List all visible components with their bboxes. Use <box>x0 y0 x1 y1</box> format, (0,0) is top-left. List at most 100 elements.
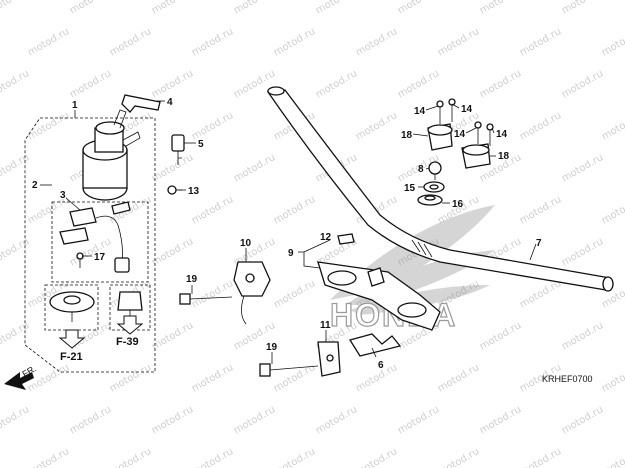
watermark-text: motod.ru <box>354 362 399 394</box>
callout-14d: 14 <box>496 129 508 140</box>
watermark-text: motod.ru <box>190 26 235 58</box>
watermark-text: motod.ru <box>68 68 113 100</box>
watermark-text: motod.ru <box>518 194 563 226</box>
callout-16: 16 <box>452 199 464 210</box>
cover-part-f21 <box>49 291 95 322</box>
watermark-text: motod.ru <box>600 110 625 142</box>
watermark-text: motod.ru <box>314 0 359 17</box>
callout-14b: 14 <box>461 104 473 115</box>
watermark-text: motod.ru <box>108 26 153 58</box>
watermark-text: motod.ru <box>600 362 625 394</box>
ref-arrow-f21 <box>58 329 86 349</box>
watermark-text: motod.ru <box>0 0 31 17</box>
watermark-text: motod.ru <box>150 152 195 184</box>
watermark-text: motod.ru <box>272 26 317 58</box>
bracket-4 <box>121 94 161 113</box>
harness-3 <box>59 201 131 273</box>
callout-8: 8 <box>418 164 424 175</box>
watermark-text: motod.ru <box>26 26 71 58</box>
watermark-text: motod.ru <box>26 446 71 468</box>
bolts-14 <box>436 98 494 146</box>
watermark-text: motod.ru <box>396 404 441 436</box>
nut-8 <box>428 161 442 180</box>
watermark-text: motod.ru <box>600 446 625 468</box>
ref-box-f21 <box>44 284 99 331</box>
callout-18b: 18 <box>498 151 510 162</box>
watermark-text: motod.ru <box>560 152 605 184</box>
ref-arrow-f39 <box>116 315 144 335</box>
watermark-text: motod.ru <box>600 26 625 58</box>
watermark-text: motod.ru <box>190 362 235 394</box>
watermark-text: motod.ru <box>354 26 399 58</box>
watermark-text: motod.ru <box>0 320 31 352</box>
bracket-10 <box>233 261 271 325</box>
ref-label-f39: F-39 <box>116 336 139 348</box>
watermark-text: motod.ru <box>150 404 195 436</box>
handlebar-7 <box>266 86 614 292</box>
watermark-text: motod.ru <box>396 0 441 17</box>
watermark-text: motod.ru <box>518 110 563 142</box>
watermark-text: motod.ru <box>354 110 399 142</box>
watermark-text: motod.ru <box>108 446 153 468</box>
clamp-6 <box>348 333 402 357</box>
callout-19b: 19 <box>266 342 278 353</box>
ignition-assembly-box <box>24 117 156 373</box>
callout-6: 6 <box>378 360 384 371</box>
callout-3: 3 <box>60 190 66 201</box>
watermark-text: motod.ru <box>354 446 399 468</box>
ignition-switch <box>82 109 141 201</box>
watermark-text: motod.ru <box>232 404 277 436</box>
callout-1: 1 <box>72 100 78 111</box>
watermark-text: motod.ru <box>0 152 31 184</box>
ref-label-f21: F-21 <box>60 351 83 363</box>
watermark-text: motod.ru <box>190 446 235 468</box>
direction-marker-text: FR. <box>21 363 39 379</box>
callout-10: 10 <box>240 238 252 249</box>
watermark-text: motod.ru <box>26 110 71 142</box>
watermark-text: motod.ru <box>600 194 625 226</box>
callout-17: 17 <box>94 252 106 263</box>
watermark-text: motod.ru <box>518 278 563 310</box>
callout-12: 12 <box>320 232 332 243</box>
callout-18a: 18 <box>401 130 413 141</box>
watermark-text: motod.ru <box>232 152 277 184</box>
callout-14a: 14 <box>414 106 426 117</box>
watermark-text: motod.ru <box>150 320 195 352</box>
watermark-text: motod.ru <box>478 68 523 100</box>
watermark-text: motod.ru <box>560 236 605 268</box>
watermark-text: motod.ru <box>560 68 605 100</box>
watermark-text: motod.ru <box>560 404 605 436</box>
watermark-text: motod.ru <box>68 0 113 17</box>
watermark-text: motod.ru <box>436 26 481 58</box>
upper-holder-18a <box>427 123 453 151</box>
callout-19a: 19 <box>186 274 198 285</box>
callout-13: 13 <box>188 186 200 197</box>
watermark-text: motod.ru <box>314 404 359 436</box>
watermark-text: motod.ru <box>232 0 277 17</box>
diagram-code: KRHEF0700 <box>542 374 593 384</box>
cover-part-f39 <box>117 291 143 320</box>
watermark-text: motod.ru <box>0 68 31 100</box>
callout-15: 15 <box>404 183 416 194</box>
callout-labels: 1 2 3 4 5 6 7 8 9 10 11 12 13 14 14 14 1… <box>32 97 542 371</box>
watermark-text: motod.ru <box>436 362 481 394</box>
watermark-text: motod.ru <box>108 362 153 394</box>
watermark-text: motod.ru <box>272 194 317 226</box>
ignition-inner-box <box>51 201 149 283</box>
callout-7: 7 <box>536 238 542 249</box>
bracket-11 <box>317 341 341 377</box>
watermark-text: motod.ru <box>436 446 481 468</box>
watermark-text: motod.ru <box>68 404 113 436</box>
callout-2: 2 <box>32 180 38 191</box>
watermark-text: motod.ru <box>478 320 523 352</box>
front-direction-arrow <box>4 372 34 390</box>
callout-14c: 14 <box>454 129 466 140</box>
watermark-text: motod.ru <box>560 320 605 352</box>
watermark-text: motod.ru <box>150 68 195 100</box>
clip-12 <box>337 233 355 245</box>
watermark-text: motod.ru <box>0 236 31 268</box>
upper-holder-18b <box>461 143 491 169</box>
watermark-text: motod.ru <box>190 194 235 226</box>
bolt-19-upper <box>179 293 233 305</box>
